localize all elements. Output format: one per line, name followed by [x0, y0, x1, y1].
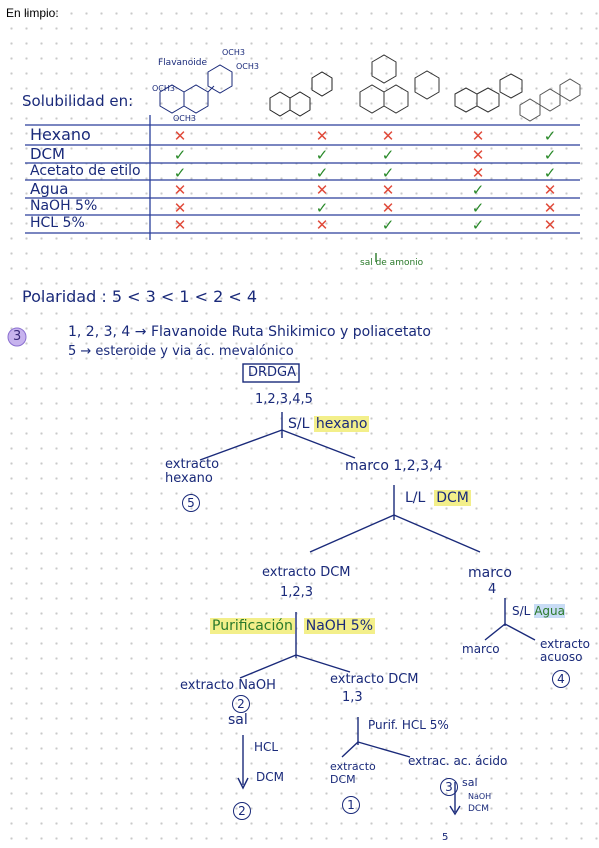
flow-extract-naoh: extracto NaOH — [180, 678, 276, 693]
solvent-dcm: DCM — [30, 145, 65, 163]
solvent-acetato: Acetato de etilo — [30, 163, 141, 179]
solubility-mark: ✓ — [381, 165, 395, 182]
solubility-mark: ✓ — [471, 217, 485, 234]
flow-sal-1: sal — [228, 712, 248, 728]
flow-extrac-acido: extrac. ac. ácido — [408, 754, 508, 768]
solubility-mark: ✓ — [315, 147, 329, 164]
note-sal-amonio: sal de amonio — [360, 258, 424, 268]
solubility-mark: ✓ — [471, 200, 485, 217]
solubility-mark: ✓ — [543, 165, 557, 182]
flow-extract-hexano: extracto hexano — [165, 457, 220, 486]
flow-dcm-4: DCM — [468, 804, 489, 814]
flow-purif-2: Purif. HCL 5% — [368, 718, 449, 732]
solubility-mark: ✓ — [471, 182, 485, 199]
flow-step2: L/L DCM — [405, 490, 471, 506]
solubility-mark: ✕ — [315, 217, 329, 234]
solubility-mark: ✕ — [543, 217, 557, 234]
solvent-naoh: NaOH 5% — [30, 198, 98, 214]
flow-top: DRDGA — [248, 365, 297, 380]
flow-dcm-1: DCM — [256, 770, 284, 784]
solubility-mark: ✕ — [315, 182, 329, 199]
flow-marco-3: marco — [462, 642, 500, 656]
flow-purif-1: Purificación NaOH 5% — [210, 618, 376, 634]
flow-extract-dcm: extracto DCM — [262, 565, 351, 580]
solubility-mark: ✕ — [381, 182, 395, 199]
solubility-mark: ✕ — [471, 147, 485, 164]
flow-extract-dcm-2: extracto DCM — [330, 672, 419, 687]
flow-step3: S/L Agua — [512, 604, 565, 618]
solubility-mark: ✓ — [315, 165, 329, 182]
table-header-label: Solubilidad en: — [22, 92, 134, 110]
solubility-mark: ✕ — [543, 182, 557, 199]
flow-marco-1: marco 1,2,3,4 — [345, 458, 443, 474]
flow-acido-num: 3 — [440, 776, 458, 796]
flow-naoh-num: 2 — [232, 693, 250, 713]
compound-label-flavanoide: Flavanoide — [158, 58, 207, 68]
flow-extract-dcm-3: extracto DCM — [330, 760, 376, 786]
solubility-mark: ✕ — [471, 165, 485, 182]
flow-hcl-1: HCL — [254, 740, 279, 754]
compound-label-och3-c: OCH3 — [152, 84, 175, 93]
solvent-hexano: Hexano — [30, 125, 91, 144]
page-title: En limpio: — [6, 6, 59, 20]
solubility-mark: ✓ — [315, 200, 329, 217]
flow-naoh-2: NaOH — [468, 792, 492, 801]
compound-label-och3-d: OCH3 — [173, 114, 196, 123]
section-line-2: 5 → esteroide y via ác. mevalónico — [68, 344, 294, 359]
flow-step1: S/L hexano — [288, 416, 370, 432]
solubility-mark: ✕ — [173, 182, 187, 199]
section-number: 3 — [13, 329, 22, 344]
solubility-mark: ✕ — [315, 128, 329, 145]
flow-dcm2-nums: 1,3 — [342, 690, 363, 705]
polaridad-line: Polaridad : 5 < 3 < 1 < 2 < 4 — [22, 287, 258, 306]
compound-label-och3-a: OCH3 — [222, 48, 245, 57]
solubility-mark: ✓ — [173, 147, 187, 164]
flow-final-2: 2 — [233, 800, 251, 820]
flow-dcm3-num: 1 — [342, 794, 360, 814]
flow-sal-2: sal — [462, 776, 478, 789]
flow-marco-2-num: 4 — [488, 582, 497, 597]
flow-hexano-num: 5 — [182, 492, 200, 512]
page-number: 5 — [442, 832, 449, 843]
solubility-mark: ✓ — [543, 128, 557, 145]
compound-label-och3-b: OCH3 — [236, 62, 259, 71]
solubility-mark: ✕ — [471, 128, 485, 145]
flow-acuoso-num: 4 — [552, 668, 570, 688]
solvent-agua: Agua — [30, 180, 69, 198]
flow-extract-acuoso: extracto acuoso — [540, 637, 590, 664]
solubility-mark: ✕ — [381, 128, 395, 145]
flow-dcm-nums: 1,2,3 — [280, 585, 314, 600]
solubility-mark: ✕ — [173, 217, 187, 234]
flow-top-nums: 1,2,3,4,5 — [255, 392, 313, 407]
table-lines — [25, 115, 580, 240]
solubility-mark: ✕ — [173, 128, 187, 145]
solubility-mark: ✓ — [381, 217, 395, 234]
solubility-mark: ✕ — [173, 200, 187, 217]
solubility-mark: ✓ — [173, 165, 187, 182]
section-line-1: 1, 2, 3, 4 → Flavanoide Ruta Shikimico y… — [68, 324, 431, 340]
solubility-mark: ✓ — [381, 147, 395, 164]
solubility-mark: ✓ — [543, 147, 557, 164]
solvent-hcl: HCL 5% — [30, 215, 85, 231]
flow-marco-2: marco — [468, 565, 512, 581]
flow-lines — [199, 253, 536, 816]
solubility-mark: ✕ — [543, 200, 557, 217]
molecule-sketches — [159, 54, 581, 122]
solubility-mark: ✕ — [381, 200, 395, 217]
